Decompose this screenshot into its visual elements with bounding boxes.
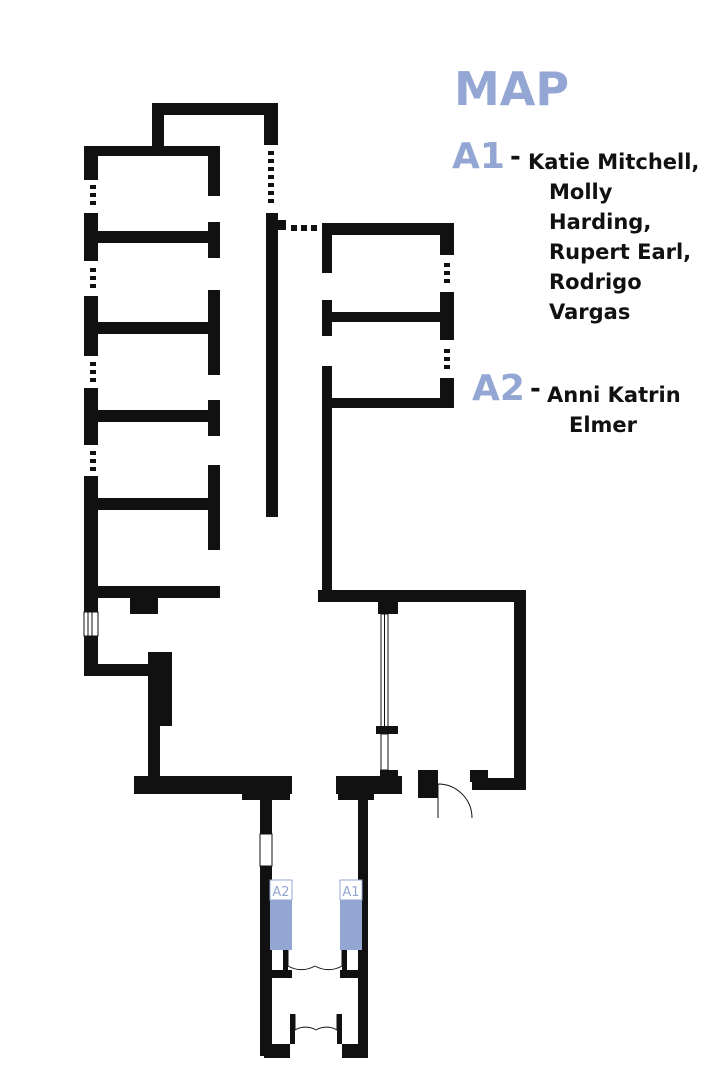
marker-a2: A2 [269,879,293,950]
legend-a1-name: Molly [549,180,613,204]
legend-a1-name: Vargas [549,300,631,324]
legend-a2-name: Anni Katrin [547,383,681,407]
legend-a1-dash: - [510,142,521,172]
legend-a1-name: Rupert Earl, [549,240,692,264]
legend-a1-name: Rodrigo [549,270,642,294]
legend-a2-code: A2 [472,368,525,409]
walls [83,103,526,1058]
double-doors [287,950,343,1031]
legend-a1-code: A1 [452,136,505,177]
marker-a1-label: A1 [342,885,359,900]
marker-a2-label: A2 [272,885,289,900]
legend-a2-dash: - [530,374,541,404]
legend-a1-names: Katie Mitchell, Molly Harding, Rupert Ea… [528,147,699,327]
map-title: MAP [454,62,570,116]
marker-a1: A1 [339,879,363,950]
legend-a2-names: Anni Katrin Elmer [547,380,681,440]
legend-a1-name: Katie Mitchell, [528,150,700,174]
legend-a1-name: Harding, [549,210,652,234]
legend-a2-name: Elmer [569,413,638,437]
